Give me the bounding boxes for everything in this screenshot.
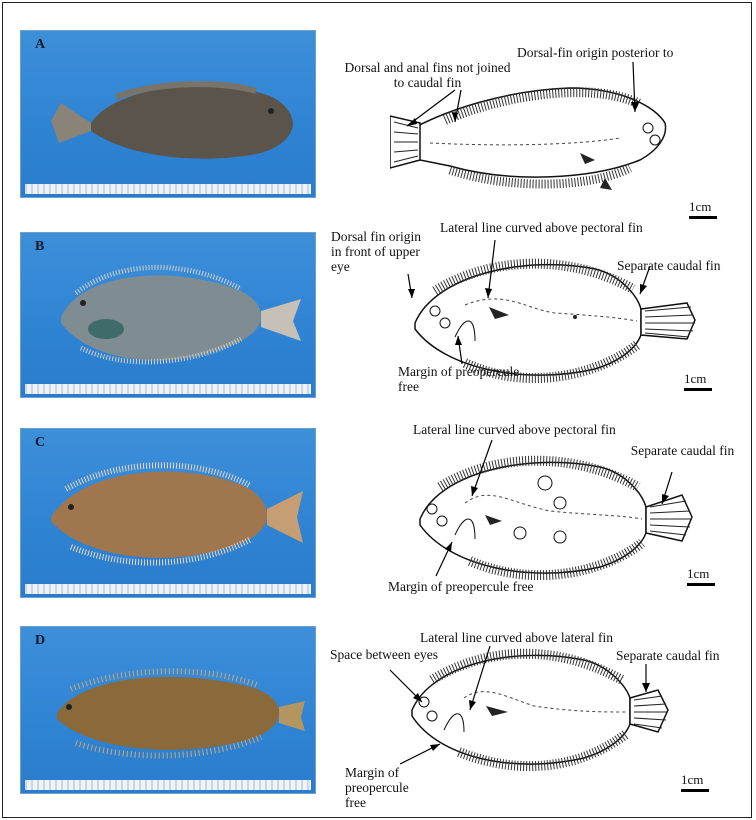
annotation-c-preopercule: Margin of preopercule free — [388, 579, 534, 594]
scale-label-d: 1cm — [681, 772, 703, 787]
panel-label-d: D — [35, 633, 45, 649]
scale-label-b: 1cm — [684, 371, 706, 386]
fish-photo-a — [21, 31, 316, 198]
scale-label-c: 1cm — [687, 566, 709, 581]
photo-panel-d: D — [20, 626, 316, 794]
photo-ruler — [25, 780, 311, 790]
fish-photo-d — [21, 627, 316, 794]
scale-line-d — [681, 789, 709, 792]
panel-label-a: A — [35, 37, 45, 53]
arrows-a — [395, 48, 655, 128]
scale-bar-d: 1cm — [681, 772, 709, 792]
scale-bar-c: 1cm — [687, 566, 715, 586]
scale-bar-b: 1cm — [684, 371, 712, 391]
photo-ruler — [25, 584, 311, 594]
scale-line-b — [684, 388, 712, 391]
panel-label-c: C — [35, 435, 45, 451]
photo-panel-b: B — [20, 232, 316, 398]
scale-line-c — [687, 583, 715, 586]
scale-bar-a: 1cm — [689, 199, 717, 219]
arrows-d — [360, 640, 690, 775]
scale-label-a: 1cm — [689, 199, 711, 214]
panel-label-b: B — [35, 239, 44, 255]
photo-ruler — [25, 184, 311, 194]
fish-photo-b — [21, 233, 316, 398]
fish-photo-c — [21, 429, 316, 598]
annotation-b-lateral-line: Lateral line curved above pectoral fin — [440, 220, 643, 235]
scale-line-a — [689, 216, 717, 219]
photo-ruler — [25, 384, 311, 394]
photo-panel-c: C — [20, 428, 316, 598]
arrows-c — [410, 432, 700, 577]
photo-panel-a: A — [20, 30, 316, 198]
arrows-b — [400, 236, 690, 376]
